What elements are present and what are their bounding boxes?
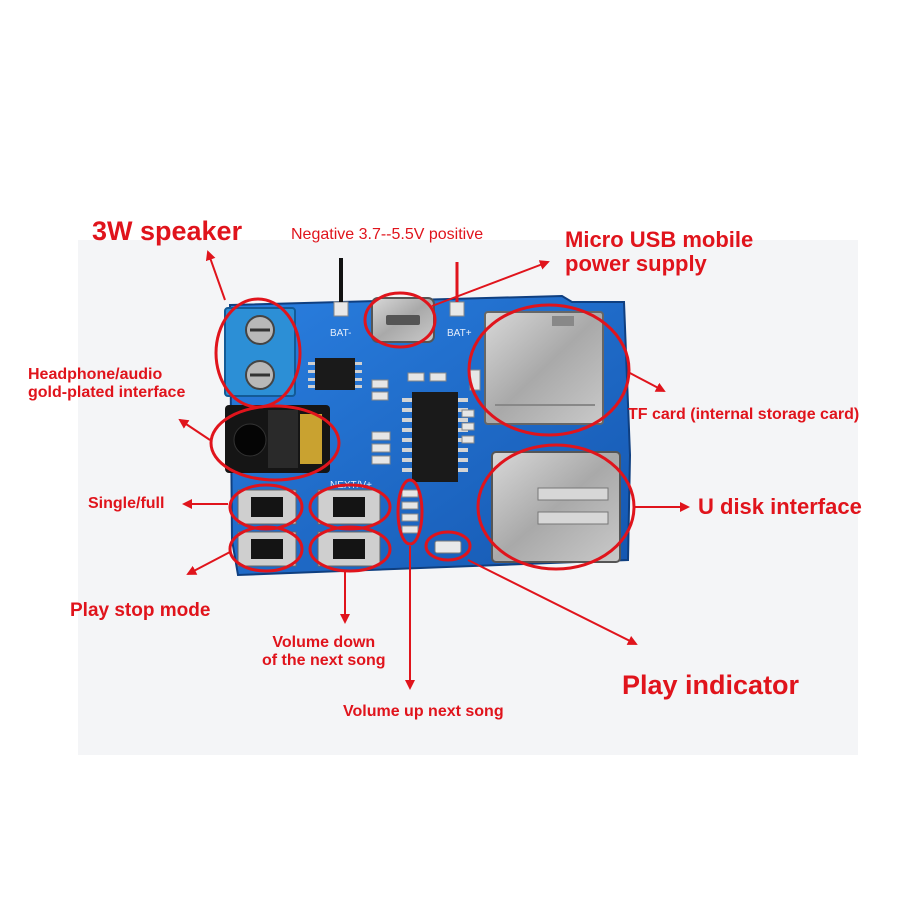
speaker-terminal: [224, 307, 296, 397]
label-headphone-line1: Headphone/audio: [28, 366, 163, 383]
main-ic: [402, 392, 468, 482]
label-headphone-line2: gold-plated interface: [28, 383, 186, 401]
label-vol-down-line1: Volume down: [272, 634, 376, 651]
tf-card-slot: [484, 311, 604, 425]
headphone-jack: [225, 405, 330, 473]
pointer-arrows: [178, 250, 690, 690]
label-vol-down: Volume down of the next song: [262, 634, 386, 669]
bat-pos-silk: BAT+: [447, 328, 472, 339]
push-buttons: [237, 489, 381, 567]
passive-components: [371, 369, 481, 534]
small-ic: [308, 358, 362, 390]
label-headphone: Headphone/audio gold-plated interface: [28, 366, 185, 401]
label-usb-power: Micro USB mobile power supply: [565, 227, 754, 277]
play-led: [434, 540, 462, 554]
label-play-indicator: Play indicator: [622, 670, 800, 700]
bat-pos-pad: [449, 301, 465, 317]
label-usb-power-line1: Micro USB mobile: [565, 227, 754, 252]
label-vol-up: Volume up next song: [343, 703, 504, 720]
label-tf-card: TF card (internal storage card): [628, 406, 860, 423]
label-battery: Negative 3.7--5.5V positive: [291, 226, 484, 243]
label-usb-power-line2: power supply: [565, 251, 707, 277]
label-vol-down-line2: of the next song: [262, 651, 386, 669]
micro-usb-port: [371, 297, 435, 343]
label-u-disk: U disk interface: [698, 494, 862, 519]
label-single-full: Single/full: [88, 495, 165, 512]
label-play-stop: Play stop mode: [70, 600, 211, 621]
bat-neg-silk: BAT-: [330, 328, 351, 339]
bat-neg-pad: [333, 301, 349, 317]
label-speaker: 3W speaker: [92, 216, 243, 246]
usb-a-port: [491, 451, 621, 563]
